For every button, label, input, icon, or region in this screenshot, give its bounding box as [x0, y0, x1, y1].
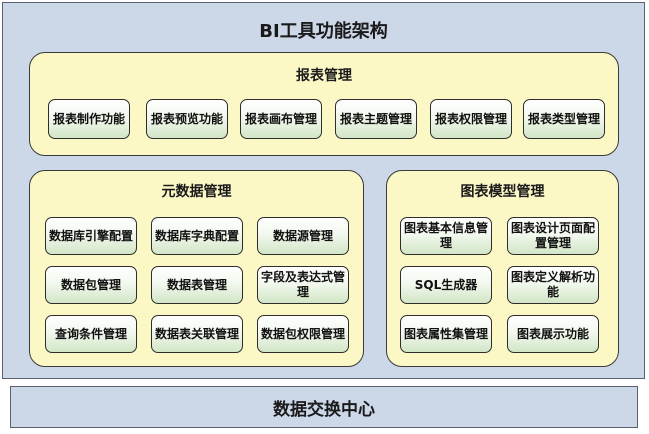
data-exchange-center: 数据交换中心 — [10, 386, 638, 428]
table-relation-box: 数据表关联管理 — [151, 315, 243, 353]
report-preview-box: 报表预览功能 — [146, 99, 228, 139]
data-table-box: 数据表管理 — [151, 266, 243, 304]
db-dictionary-config-box: 数据库字典配置 — [151, 217, 243, 255]
chart-design-page-box: 图表设计页面配置管理 — [507, 217, 599, 255]
bi-architecture-frame: BI工具功能架构 报表管理 报表制作功能 报表预览功能 报表画布管理 报表主题管… — [2, 2, 645, 379]
diagram-title: BI工具功能架构 — [259, 21, 388, 42]
package-permission-box: 数据包权限管理 — [257, 315, 349, 353]
metadata-management-title: 元数据管理 — [161, 184, 232, 200]
chart-model-management-group: 图表模型管理 图表基本信息管理 图表设计页面配置管理 SQL生成器 图表定义解析… — [386, 170, 619, 367]
chart-attribute-set-box: 图表属性集管理 — [400, 315, 492, 353]
data-package-box: 数据包管理 — [45, 266, 137, 304]
chart-definition-parse-box: 图表定义解析功能 — [507, 266, 599, 304]
chart-model-management-title: 图表模型管理 — [460, 184, 545, 200]
report-theme-box: 报表主题管理 — [335, 99, 417, 139]
chart-basic-info-box: 图表基本信息管理 — [400, 217, 492, 255]
report-create-box: 报表制作功能 — [48, 99, 130, 139]
report-canvas-box: 报表画布管理 — [240, 99, 322, 139]
sql-generator-box: SQL生成器 — [400, 266, 492, 304]
report-management-group: 报表管理 报表制作功能 报表预览功能 报表画布管理 报表主题管理 报表权限管理 … — [29, 52, 619, 156]
chart-display-box: 图表展示功能 — [507, 315, 599, 353]
datasource-box: 数据源管理 — [257, 217, 349, 255]
field-expression-box: 字段及表达式管理 — [257, 266, 349, 304]
report-management-title: 报表管理 — [296, 68, 352, 84]
query-condition-box: 查询条件管理 — [45, 315, 137, 353]
db-engine-config-box: 数据库引擎配置 — [45, 217, 137, 255]
report-permission-box: 报表权限管理 — [430, 99, 512, 139]
metadata-management-group: 元数据管理 数据库引擎配置 数据库字典配置 数据源管理 数据包管理 数据表管理 … — [29, 170, 364, 367]
report-type-box: 报表类型管理 — [523, 99, 605, 139]
